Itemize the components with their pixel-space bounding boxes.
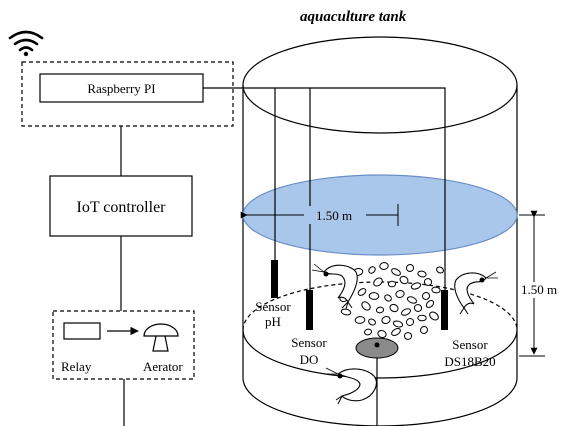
bubble bbox=[340, 308, 352, 316]
bubble bbox=[405, 318, 415, 326]
bubble bbox=[384, 294, 392, 302]
bubble bbox=[368, 318, 376, 326]
bubble bbox=[368, 266, 376, 274]
relay-label: Relay bbox=[61, 359, 92, 374]
tank-depth-dimension bbox=[519, 210, 545, 357]
sensor-wires bbox=[203, 87, 446, 294]
aquaculture-tank bbox=[242, 36, 518, 426]
bubble bbox=[406, 296, 418, 304]
bubble bbox=[417, 314, 427, 322]
relay-aerator-box bbox=[52, 310, 195, 380]
shrimp-icon bbox=[311, 263, 358, 310]
do-sensor-label-line1: Sensor bbox=[291, 335, 327, 350]
bubble bbox=[425, 300, 435, 308]
bubble bbox=[357, 288, 367, 296]
wifi-icon bbox=[8, 30, 44, 57]
bubble bbox=[413, 304, 423, 312]
bubble bbox=[391, 328, 401, 336]
temperature-sensor-probe bbox=[441, 290, 448, 330]
shrimp-icon bbox=[454, 271, 498, 315]
bubble bbox=[399, 275, 409, 285]
ph-sensor-label-line1: Sensor bbox=[255, 299, 291, 314]
bubble bbox=[363, 328, 373, 336]
aerator-icon bbox=[143, 323, 179, 352]
bubble bbox=[373, 277, 383, 287]
bubble bbox=[419, 326, 429, 334]
bubble bbox=[400, 308, 412, 316]
bubble bbox=[395, 290, 405, 298]
ph-sensor-probe bbox=[271, 260, 278, 298]
bubble bbox=[403, 332, 413, 340]
bubble bbox=[354, 316, 366, 324]
aerator-label: Aerator bbox=[143, 359, 183, 374]
tank-depth-label: 1.50 m bbox=[521, 282, 557, 297]
bubble bbox=[387, 280, 397, 288]
bubble bbox=[423, 278, 433, 286]
bubble bbox=[361, 301, 371, 311]
raspberry-pi-module-box bbox=[21, 61, 234, 127]
bubble bbox=[377, 329, 387, 339]
bubble bbox=[375, 306, 385, 314]
bubble bbox=[405, 264, 415, 272]
bubble bbox=[417, 270, 427, 278]
bubble bbox=[431, 286, 441, 294]
bubble bbox=[392, 320, 404, 328]
iot-controller-label: IoT controller bbox=[76, 199, 166, 216]
shrimp-icon bbox=[324, 367, 377, 405]
do-sensor-probe bbox=[306, 290, 313, 330]
tank-width-dimension bbox=[240, 204, 399, 226]
bubble bbox=[421, 292, 431, 300]
do-sensor-label-line2: DO bbox=[300, 352, 319, 367]
bubble bbox=[379, 262, 389, 270]
temperature-sensor-label-line1: Sensor bbox=[452, 337, 488, 352]
air-stone bbox=[355, 337, 399, 359]
bubble bbox=[410, 282, 422, 290]
tank-width-label: 1.50 m bbox=[316, 208, 352, 223]
bubble bbox=[368, 292, 380, 300]
ph-sensor-label-line2: pH bbox=[265, 314, 281, 329]
bubble bbox=[381, 315, 391, 325]
bubble bbox=[391, 268, 401, 276]
raspberry-pi-label: Raspberry PI bbox=[87, 81, 155, 96]
relay-icon bbox=[63, 322, 101, 340]
bubble bbox=[389, 303, 399, 313]
air-stone-hole bbox=[374, 342, 380, 348]
diagram-title: aquaculture tank bbox=[300, 9, 407, 25]
temperature-sensor-label-line2: DS18B20 bbox=[444, 354, 495, 369]
bubble bbox=[429, 311, 439, 321]
bubble bbox=[436, 266, 444, 274]
